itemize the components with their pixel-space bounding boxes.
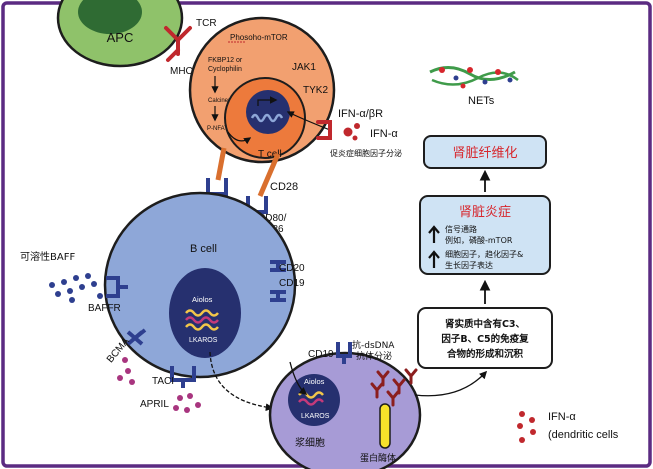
ifn-alpha-label: IFN-α bbox=[370, 128, 398, 140]
b-ikaros-label: LKAROS bbox=[189, 337, 218, 344]
t-cell-label: T cell bbox=[258, 149, 282, 160]
inflammation-line4: 生长因子表达 bbox=[445, 260, 493, 270]
t-cell-nucleus bbox=[246, 90, 290, 134]
deposition-box: 肾实质中含有C3、 因子B、C5的免疫复 合物的形成和沉积 bbox=[417, 307, 553, 369]
apc-cell: APC bbox=[56, 0, 184, 68]
jak1-label: JAK1 bbox=[292, 62, 316, 73]
fibrosis-label: 肾脏纤维化 bbox=[452, 146, 517, 161]
deposition-line1: 肾实质中含有C3、 bbox=[445, 318, 525, 330]
legend-ifn-label: IFN-α bbox=[548, 411, 576, 423]
baffr-label: BAFFR bbox=[88, 303, 121, 314]
soluble-baff: 可溶性BAFF BAFFR bbox=[20, 250, 128, 314]
nets-label: NETs bbox=[468, 95, 495, 107]
bcma-label: BCMA bbox=[105, 336, 132, 365]
mhc-label: MHC bbox=[170, 66, 193, 77]
apc-label: APC bbox=[107, 30, 134, 45]
cd20-cd19-receptors: CD20 CD19 bbox=[270, 260, 305, 302]
b-cell-nucleus bbox=[169, 268, 241, 358]
ifn-legend: IFN-α (dendritic cells bbox=[517, 411, 619, 443]
proteasome-label: 蛋白酶体 bbox=[360, 452, 396, 464]
p-nfatc2-label: P-NFATC2 bbox=[207, 126, 236, 132]
plasma-nucleus bbox=[288, 374, 340, 426]
b-cell: B cell Aiolos LKAROS bbox=[103, 191, 297, 379]
legend-dendritic-label: (dendritic cells bbox=[548, 429, 619, 441]
phospho-mtor-label: Phosoho-mTOR bbox=[230, 33, 288, 42]
fkbp-label-line2: Cyclophilin bbox=[208, 66, 242, 73]
tcr-mhc-complex: TCR MHC bbox=[164, 18, 217, 77]
deposition-line3: 合物的形成和沉积 bbox=[447, 348, 524, 360]
antibodies-icon bbox=[370, 368, 418, 407]
inflammation-line2: 例如，磷酸-mTOR bbox=[445, 235, 513, 245]
cd20-label: CD20 bbox=[279, 263, 305, 274]
plasma-cell-label: 浆细胞 bbox=[295, 436, 325, 449]
taci-label: TACI bbox=[152, 376, 174, 387]
anti-dsdna-line1: 抗-dsDNA bbox=[352, 339, 395, 351]
taci-receptor: TACI APRIL bbox=[140, 366, 201, 413]
april-label: APRIL bbox=[140, 399, 169, 410]
deposition-line2: 因子B、C5的免疫复 bbox=[441, 333, 529, 345]
soluble-baff-label: 可溶性BAFF bbox=[20, 250, 75, 263]
nets-icon: NETs bbox=[429, 66, 519, 107]
b-aiolos-label: Aiolos bbox=[192, 295, 213, 304]
t-cell: Phosoho-mTOR FKBP12 or Cyclophilin Calci… bbox=[188, 16, 336, 164]
ifn-receptor: IFN-α/βR IFN-α 促炎症细胞因子分泌 bbox=[316, 108, 402, 158]
ifn-receptor-label: IFN-α/βR bbox=[338, 108, 383, 120]
cd19-label: CD19 bbox=[279, 278, 305, 289]
fibrosis-box: 肾脏纤维化 bbox=[423, 135, 547, 169]
up-arrow-icon bbox=[428, 225, 440, 243]
calcineurin-label: Calcineurin bbox=[208, 98, 238, 104]
proteasome-icon bbox=[379, 403, 391, 449]
cd80-label-line1: CD80/ bbox=[258, 213, 287, 224]
t-cell-dna-icon bbox=[250, 113, 284, 123]
tyk2-label: TYK2 bbox=[303, 85, 328, 96]
inflammation-line3: 细胞因子，趋化因子& bbox=[445, 249, 523, 259]
cd28-label: CD28 bbox=[270, 181, 298, 193]
plasma-aiolos-label: Aiolos bbox=[304, 377, 325, 386]
inflammation-line1: 信号通路 bbox=[445, 224, 477, 234]
b-cell-label: B cell bbox=[190, 243, 217, 255]
tcr-label: TCR bbox=[196, 18, 217, 29]
up-arrow-icon bbox=[428, 250, 440, 268]
plasma-cd19-label: CD19 bbox=[308, 349, 334, 360]
plasma-cd19-receptor: CD19 抗-dsDNA 抗体分泌 bbox=[308, 339, 395, 364]
proinflammatory-label: 促炎症细胞因子分泌 bbox=[330, 148, 402, 158]
anti-dsdna-line2: 抗体分泌 bbox=[356, 350, 392, 362]
fkbp-label-line1: FKBP12 or bbox=[208, 57, 243, 64]
inflammation-title: 肾脏炎症 bbox=[459, 205, 511, 220]
inflammation-box: 肾脏炎症 信号通路 例如，磷酸-mTOR 细胞因子，趋化因子& 生长因子表达 bbox=[419, 195, 551, 275]
plasma-ikaros-label: LKAROS bbox=[301, 413, 330, 420]
